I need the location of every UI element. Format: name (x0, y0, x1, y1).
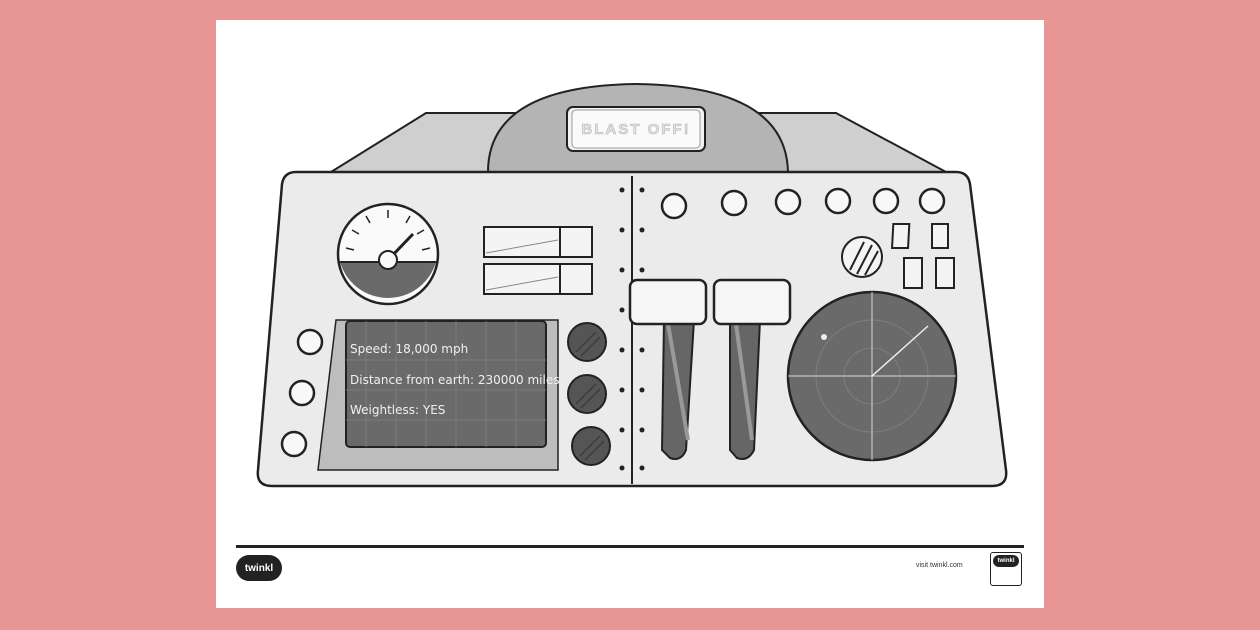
screen-weightless: Weightless: YES (350, 403, 446, 417)
speed-gauge-icon (336, 202, 440, 306)
control-panel-illustration: BLAST OFF! (256, 82, 1008, 488)
blast-off-label: BLAST OFF! (581, 121, 690, 138)
lever-icon[interactable] (628, 278, 792, 460)
square-buttons[interactable] (890, 223, 955, 289)
screen-speed: Speed: 18,000 mph (350, 342, 469, 356)
radar-icon (786, 290, 958, 462)
striped-knob[interactable] (841, 236, 883, 278)
footer-divider (236, 545, 1024, 548)
badge-text: twinkl (993, 555, 1019, 567)
twinkl-badge: twinkl (990, 552, 1022, 586)
twinkl-logo: twinkl (236, 555, 282, 581)
footer-url: visit twinkl.com (916, 562, 963, 569)
screen-distance: Distance from earth: 230000 miles (350, 373, 560, 387)
dial-knob-icon[interactable] (567, 322, 611, 466)
colouring-sheet: BLAST OFF! (216, 20, 1044, 608)
blast-off-button[interactable]: BLAST OFF! (566, 106, 706, 152)
toggle-switches[interactable] (483, 226, 593, 295)
top-row-buttons[interactable] (660, 187, 946, 220)
left-buttons[interactable] (280, 328, 324, 458)
